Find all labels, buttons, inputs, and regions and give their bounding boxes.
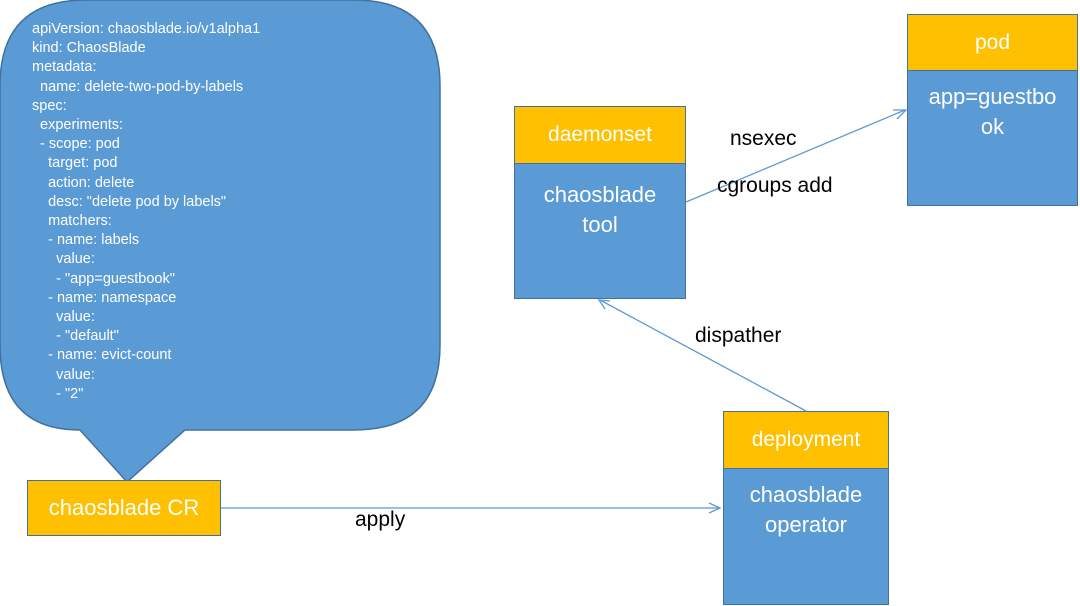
chaosblade-cr-node[interactable]: chaosblade CR — [27, 480, 221, 536]
apply-arrowhead — [708, 502, 722, 514]
dispather-arrowhead — [597, 299, 611, 310]
yaml-line: value: — [32, 309, 95, 326]
chaosblade-cr-label: chaosblade CR — [48, 495, 200, 520]
nsexec-arrowhead — [893, 109, 908, 120]
deployment-header: deployment — [723, 411, 889, 469]
dispather-arrow — [599, 299, 807, 412]
yaml-line: value: — [32, 366, 95, 383]
yaml-line: metadata: — [32, 59, 97, 76]
yaml-line: - "default" — [32, 328, 119, 345]
pod-header: pod — [907, 14, 1078, 71]
cgroups-add-label: cgroups add — [717, 174, 833, 197]
yaml-line: - "2" — [32, 385, 84, 402]
nsexec-arrow — [685, 109, 906, 203]
yaml-line: spec: — [32, 97, 67, 114]
yaml-callout-bubble — [0, 0, 441, 484]
yaml-line: action: delete — [32, 174, 135, 191]
daemonset-header: daemonset — [514, 106, 686, 164]
daemonset-body-text: chaosblade tool — [543, 182, 657, 237]
nsexec-label: nsexec — [730, 127, 797, 150]
yaml-line: kind: ChaosBlade — [32, 40, 146, 57]
yaml-line: matchers: — [32, 213, 112, 230]
deployment-body: chaosblade operator — [723, 469, 889, 605]
deployment-body-text: chaosblade operator — [749, 482, 863, 537]
yaml-line: experiments: — [32, 117, 124, 134]
yaml-line: desc: "delete pod by labels" — [32, 193, 227, 210]
yaml-line: target: pod — [32, 155, 118, 172]
yaml-manifest-text: apiVersion: chaosblade.io/v1alpha1 kind: … — [32, 20, 260, 404]
pod-body: app=guestbo ok — [907, 71, 1078, 206]
yaml-line: - "app=guestbook" — [32, 270, 175, 287]
yaml-line: name: delete-two-pod-by-labels — [32, 78, 244, 95]
daemonset-node[interactable]: daemonset chaosblade tool — [514, 106, 686, 299]
yaml-line: - name: namespace — [32, 289, 177, 306]
apply-label: apply — [355, 508, 406, 531]
yaml-line: value: — [32, 251, 95, 268]
yaml-line: - scope: pod — [32, 136, 120, 153]
yaml-line: apiVersion: chaosblade.io/v1alpha1 — [32, 21, 261, 37]
yaml-line: - name: evict-count — [32, 347, 172, 364]
yaml-line: - name: labels — [32, 232, 140, 249]
pod-node[interactable]: pod app=guestbo ok — [907, 14, 1078, 206]
daemonset-body: chaosblade tool — [514, 164, 686, 299]
deployment-node[interactable]: deployment chaosblade operator — [723, 411, 889, 605]
pod-body-text: app=guestbo ok — [928, 84, 1057, 139]
dispather-label: dispather — [695, 324, 782, 347]
